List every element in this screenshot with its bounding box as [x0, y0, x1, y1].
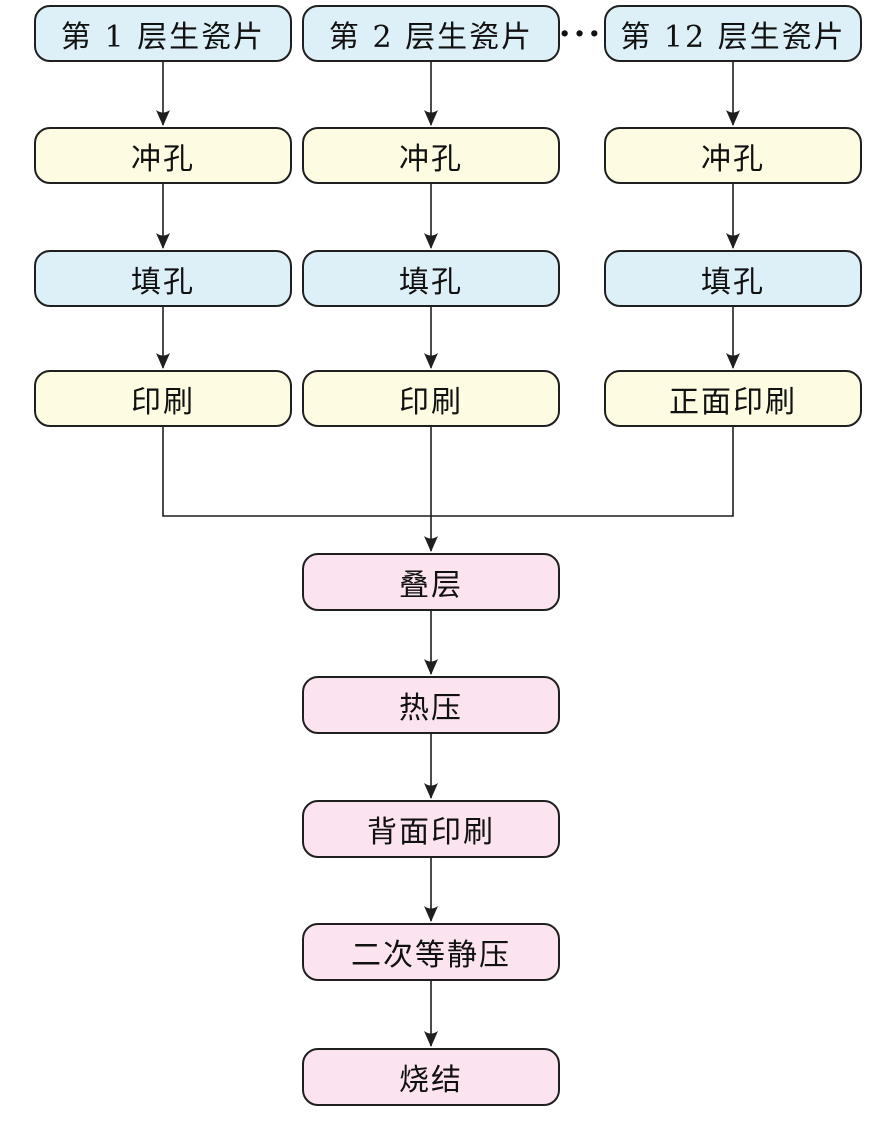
node-col1-fill: 填孔 [34, 250, 292, 307]
merge-connector [162, 427, 734, 517]
node-back-print: 背面印刷 [302, 800, 560, 858]
node-layer-12-sheet: 第 12 层生瓷片 [604, 5, 862, 62]
node-col1-punch: 冲孔 [34, 127, 292, 184]
node-stack: 叠层 [302, 553, 560, 611]
node-layer-2-sheet: 第 2 层生瓷片 [302, 5, 560, 62]
node-col3-front-print: 正面印刷 [604, 370, 862, 427]
node-second-isostatic-press: 二次等静压 [302, 923, 560, 981]
ellipsis-dots: ··· [558, 13, 604, 54]
node-hot-press: 热压 [302, 676, 560, 734]
node-col3-fill: 填孔 [604, 250, 862, 307]
node-col2-punch: 冲孔 [302, 127, 560, 184]
node-col2-fill: 填孔 [302, 250, 560, 307]
node-col2-print: 印刷 [302, 370, 560, 427]
node-col1-print: 印刷 [34, 370, 292, 427]
node-layer-1-sheet: 第 1 层生瓷片 [34, 5, 292, 62]
node-sinter: 烧结 [302, 1048, 560, 1106]
node-col3-punch: 冲孔 [604, 127, 862, 184]
